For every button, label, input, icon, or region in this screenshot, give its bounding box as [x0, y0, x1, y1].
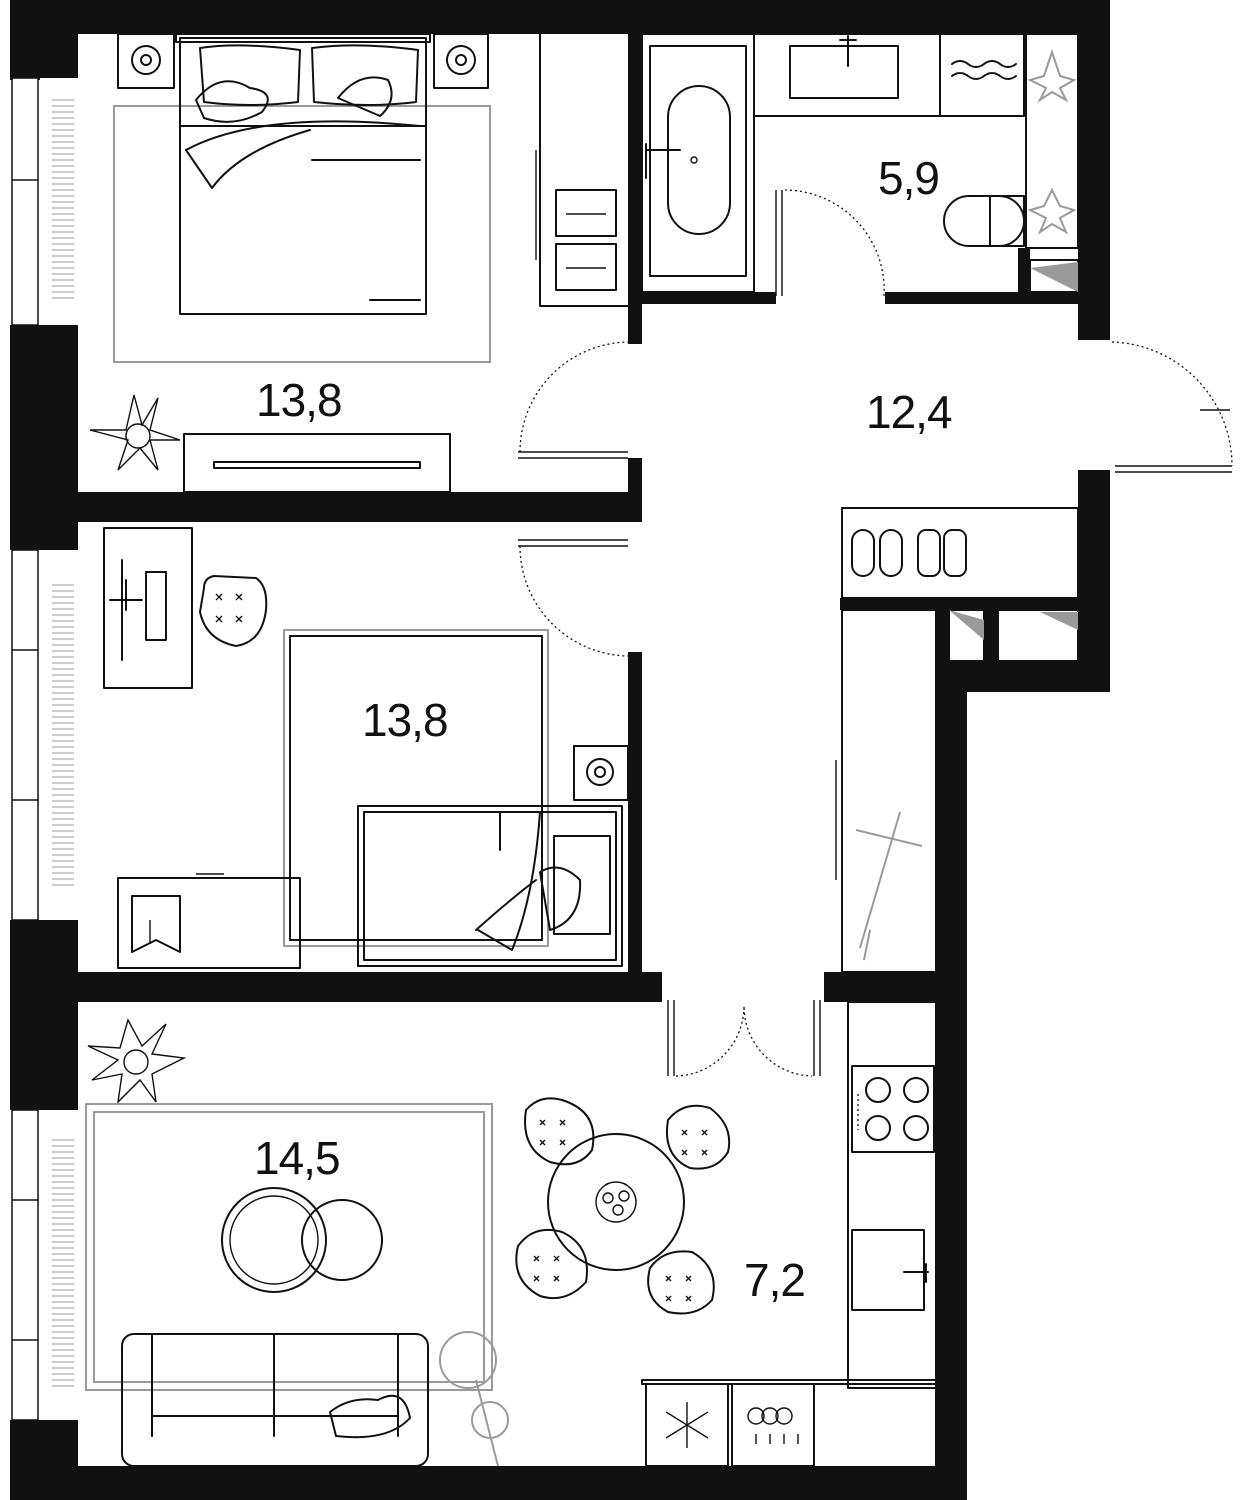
kitchen [515, 1001, 937, 1467]
chair-icon [199, 575, 268, 647]
area-labels: 13,8 13,8 5,9 12,4 14,5 7,2 [254, 152, 953, 1306]
shoes-icon [841, 507, 1079, 599]
desk-icon [103, 527, 193, 689]
living-room [85, 1018, 509, 1467]
bathroom [641, 33, 1079, 293]
storage-icon [948, 609, 1079, 663]
doors [518, 189, 1233, 1077]
dresser-icon [117, 873, 301, 969]
sink-icon [753, 33, 941, 117]
rug [283, 629, 549, 947]
plant-icon [87, 1018, 187, 1104]
room-area-kitchen: 7,2 [744, 1254, 805, 1306]
room-area-bathroom: 5,9 [878, 152, 939, 204]
windows [11, 77, 78, 1421]
coffee-table-icon [221, 1187, 383, 1293]
toilet-icon [943, 195, 1025, 247]
room-area-bedroom-1: 13,8 [256, 374, 342, 426]
sofa-icon [121, 1333, 429, 1467]
wardrobe-icon [535, 33, 629, 307]
bathtub-icon [641, 33, 755, 293]
dishwasher-icon [731, 1383, 815, 1467]
bedroom-2 [103, 527, 629, 969]
room-area-hallway: 12,4 [866, 386, 952, 438]
bed-icon [175, 33, 431, 315]
rug [85, 1103, 493, 1391]
stove-icon [851, 1065, 935, 1153]
counter-icon [847, 1001, 937, 1389]
sink-icon [851, 1229, 929, 1311]
bed-icon [357, 805, 623, 967]
hallway [835, 507, 1079, 973]
walls [10, 0, 1110, 1500]
nightstand-icon [573, 745, 629, 801]
washing-machine-icon [939, 33, 1025, 117]
tv-stand-icon [183, 433, 451, 493]
dining-table-icon [515, 1097, 731, 1315]
floor-lamp-icon [439, 1331, 509, 1467]
fridge-icon [645, 1383, 729, 1467]
room-area-bedroom-2: 13,8 [362, 694, 448, 746]
bedroom-1 [89, 33, 629, 493]
nightstand-icon [117, 33, 489, 89]
plant-icon [89, 394, 181, 471]
room-area-living-room: 14,5 [254, 1132, 340, 1184]
scooter-icon [835, 609, 937, 973]
rug [113, 105, 491, 363]
shelf-icon [1025, 33, 1079, 249]
